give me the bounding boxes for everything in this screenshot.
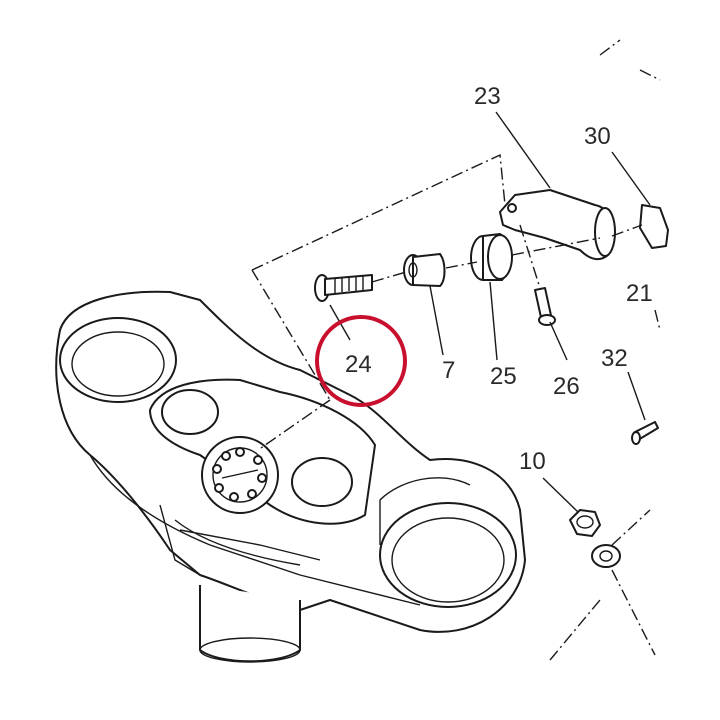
grommet-25 (470, 233, 513, 281)
callout-21: 21 (626, 280, 653, 307)
nut-holes (212, 447, 267, 502)
fork-tube-stub (199, 585, 301, 663)
screw-26 (534, 287, 556, 326)
clip-30 (639, 204, 669, 249)
callout-26: 26 (553, 373, 580, 400)
callout-30: 30 (584, 123, 611, 150)
callout-10: 10 (519, 448, 546, 475)
callout-32: 32 (601, 345, 628, 372)
assembly-lines (251, 39, 661, 661)
highlight-circle (315, 315, 407, 407)
left-fork-bore (59, 317, 177, 403)
screw-32 (631, 421, 659, 445)
callout-7: 7 (442, 357, 455, 384)
bolt-24 (314, 274, 373, 302)
callout-labels: 23 30 21 24 7 25 26 32 10 (345, 83, 653, 475)
right-fork-bore (379, 477, 517, 608)
bushing-7 (403, 253, 446, 287)
callout-25: 25 (490, 363, 517, 390)
steering-stem-nut (201, 436, 279, 514)
bracket-23 (499, 189, 616, 261)
nut-10 (569, 509, 601, 537)
callout-24: 24 (345, 351, 372, 378)
washer (591, 544, 621, 568)
leader-lines (329, 111, 651, 513)
callout-23: 23 (474, 83, 501, 110)
